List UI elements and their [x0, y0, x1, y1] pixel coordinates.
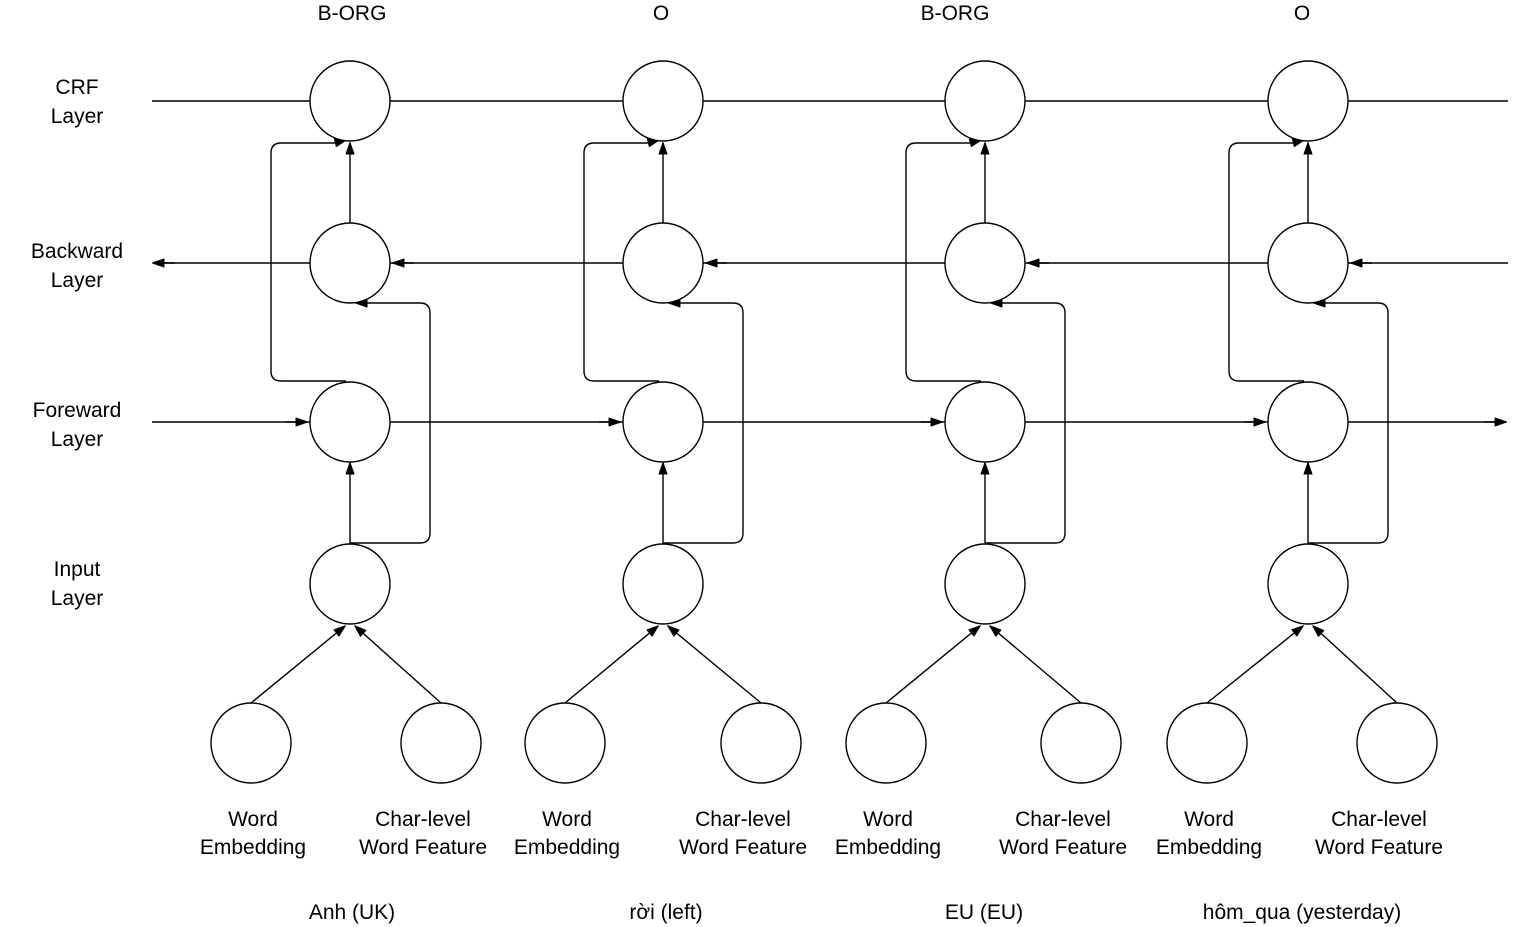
foreward-node-1: [309, 381, 391, 463]
edge-char-feature-to-input-3: [989, 625, 1082, 704]
edge-word-embedding-to-input-1: [250, 625, 346, 704]
tag-label-1: B-ORG: [317, 2, 387, 25]
edge-char-feature-to-input-1: [354, 625, 442, 704]
edge-char-feature-to-input-4: [1312, 625, 1398, 704]
edge-input-to-backward-1: [350, 298, 431, 544]
word-embedding-node-4: [1166, 702, 1248, 784]
edge-input-to-backward-4: [1308, 298, 1389, 544]
edge-foreward-to-crf-2: [583, 138, 660, 382]
foreward-node-2: [622, 381, 704, 463]
input-node-4: [1267, 543, 1349, 625]
edge-word-embedding-to-input-2: [564, 625, 659, 704]
edge-char-feature-to-input-2: [667, 625, 762, 704]
input-node-3: [944, 543, 1026, 625]
crf-node-1: [309, 60, 391, 142]
edge-foreward-to-crf-3: [905, 138, 982, 382]
char-feature-label-1: Char-level Word Feature: [359, 808, 487, 859]
foreward-node-4: [1267, 381, 1349, 463]
char-feature-node-2: [720, 702, 802, 784]
char-feature-node-3: [1040, 702, 1122, 784]
word-label-2: rời (left): [629, 901, 703, 924]
backward-node-4: [1267, 222, 1349, 304]
edge-word-embedding-to-input-3: [885, 625, 981, 704]
edge-word-embedding-to-input-4: [1206, 625, 1304, 704]
backward-node-3: [944, 222, 1026, 304]
input-node-2: [622, 543, 704, 625]
word-label-3: EU (EU): [944, 901, 1024, 924]
word-embedding-label-2: Word Embedding: [513, 808, 621, 859]
crf-node-3: [944, 60, 1026, 142]
char-feature-label-2: Char-level Word Feature: [679, 808, 807, 859]
layer-label-backward: Backward Layer: [30, 240, 124, 292]
tag-label-3: B-ORG: [920, 2, 990, 25]
tag-label-4: O: [1293, 2, 1311, 25]
word-embedding-node-3: [845, 702, 927, 784]
crf-node-4: [1267, 60, 1349, 142]
backward-node-1: [309, 222, 391, 304]
layer-label-input: Input Layer: [50, 558, 104, 610]
char-feature-label-4: Char-level Word Feature: [1315, 808, 1443, 859]
layer-label-foreward: Foreward Layer: [32, 399, 122, 451]
word-label-1: Anh (UK): [308, 901, 396, 924]
backward-node-2: [622, 222, 704, 304]
foreward-node-3: [944, 381, 1026, 463]
word-embedding-node-2: [524, 702, 606, 784]
word-embedding-label-1: Word Embedding: [199, 808, 307, 859]
word-embedding-label-3: Word Embedding: [834, 808, 942, 859]
word-embedding-label-4: Word Embedding: [1155, 808, 1263, 859]
word-label-4: hôm_qua (yesterday): [1202, 901, 1402, 924]
edge-input-to-backward-3: [985, 298, 1066, 544]
char-feature-node-1: [400, 702, 482, 784]
char-feature-label-3: Char-level Word Feature: [999, 808, 1127, 859]
tag-label-2: O: [652, 2, 670, 25]
nodes-group: [210, 60, 1438, 784]
crf-node-2: [622, 60, 704, 142]
word-embedding-node-1: [210, 702, 292, 784]
char-feature-node-4: [1356, 702, 1438, 784]
edge-foreward-to-crf-4: [1228, 138, 1305, 382]
input-node-1: [309, 543, 391, 625]
edge-input-to-backward-2: [663, 298, 744, 544]
layer-label-crf: CRF Layer: [50, 76, 104, 128]
edge-foreward-to-crf-1: [270, 138, 347, 382]
